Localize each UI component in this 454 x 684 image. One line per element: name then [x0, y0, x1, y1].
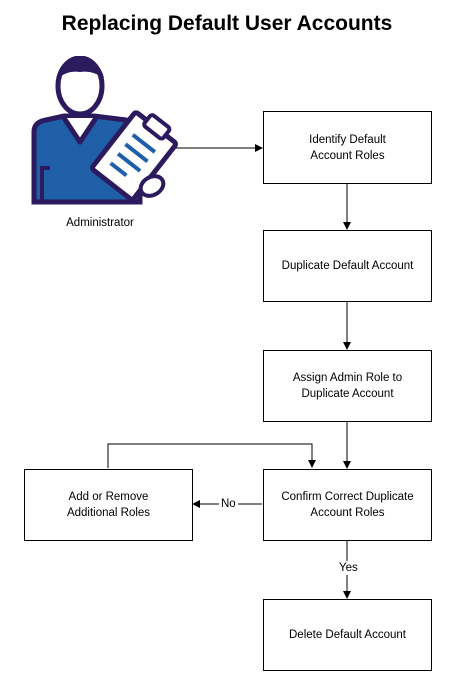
step-confirm-duplicate-account-roles: Confirm Correct Duplicate Account Roles [263, 469, 432, 541]
step-identify-default-account-roles: Identify Default Account Roles [263, 111, 432, 184]
step-delete-default-account: Delete Default Account [263, 599, 432, 671]
actor-label: Administrator [66, 217, 134, 229]
step-assign-admin-role: Assign Admin Role to Duplicate Account [263, 350, 432, 422]
arrow-addremove-loop-to-confirm [107, 443, 316, 468]
edge-label-no: No [219, 497, 238, 511]
diagram-title: Replacing Default User Accounts [61, 12, 393, 35]
step-duplicate-default-account: Duplicate Default Account [263, 230, 432, 302]
edge-label-yes: Yes [337, 561, 360, 575]
administrator-clipboard-icon [22, 55, 182, 206]
step-add-or-remove-roles: Add or Remove Additional Roles [24, 469, 193, 541]
